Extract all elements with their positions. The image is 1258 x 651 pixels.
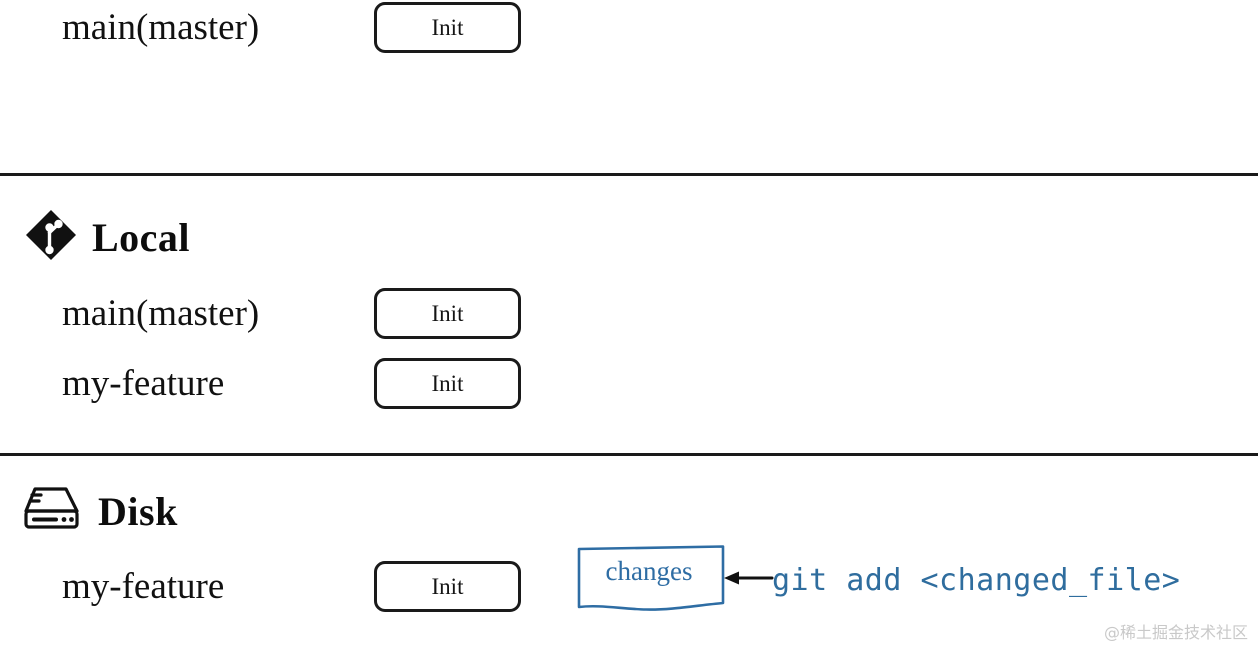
init-button[interactable]: Init [374, 2, 521, 53]
section-divider [0, 173, 1258, 176]
branch-label: main(master) [62, 7, 260, 48]
changes-note-card[interactable]: changes [576, 544, 728, 612]
left-arrow-icon [724, 567, 774, 589]
init-button[interactable]: Init [374, 288, 521, 339]
branch-row: my-feature Init [62, 561, 521, 612]
section-header-disk: Disk [22, 485, 178, 538]
branch-row: main(master) Init [62, 2, 521, 53]
branch-label: my-feature [62, 566, 225, 607]
section-header-local: Local [24, 208, 190, 267]
branch-row: my-feature Init [62, 358, 521, 409]
branch-label: my-feature [62, 363, 225, 404]
branch-row: main(master) Init [62, 288, 521, 339]
branch-label: main(master) [62, 293, 260, 334]
section-divider [0, 453, 1258, 456]
init-button[interactable]: Init [374, 358, 521, 409]
watermark: @稀土掘金技术社区 [1103, 623, 1248, 642]
section-title: Local [92, 214, 191, 260]
git-command-text: git add <changed_file> [772, 563, 1181, 598]
hard-drive-icon [22, 485, 84, 538]
init-button[interactable]: Init [374, 561, 521, 612]
git-logo-icon [24, 208, 78, 267]
changes-label: changes [605, 556, 693, 586]
section-title: Disk [98, 488, 178, 534]
